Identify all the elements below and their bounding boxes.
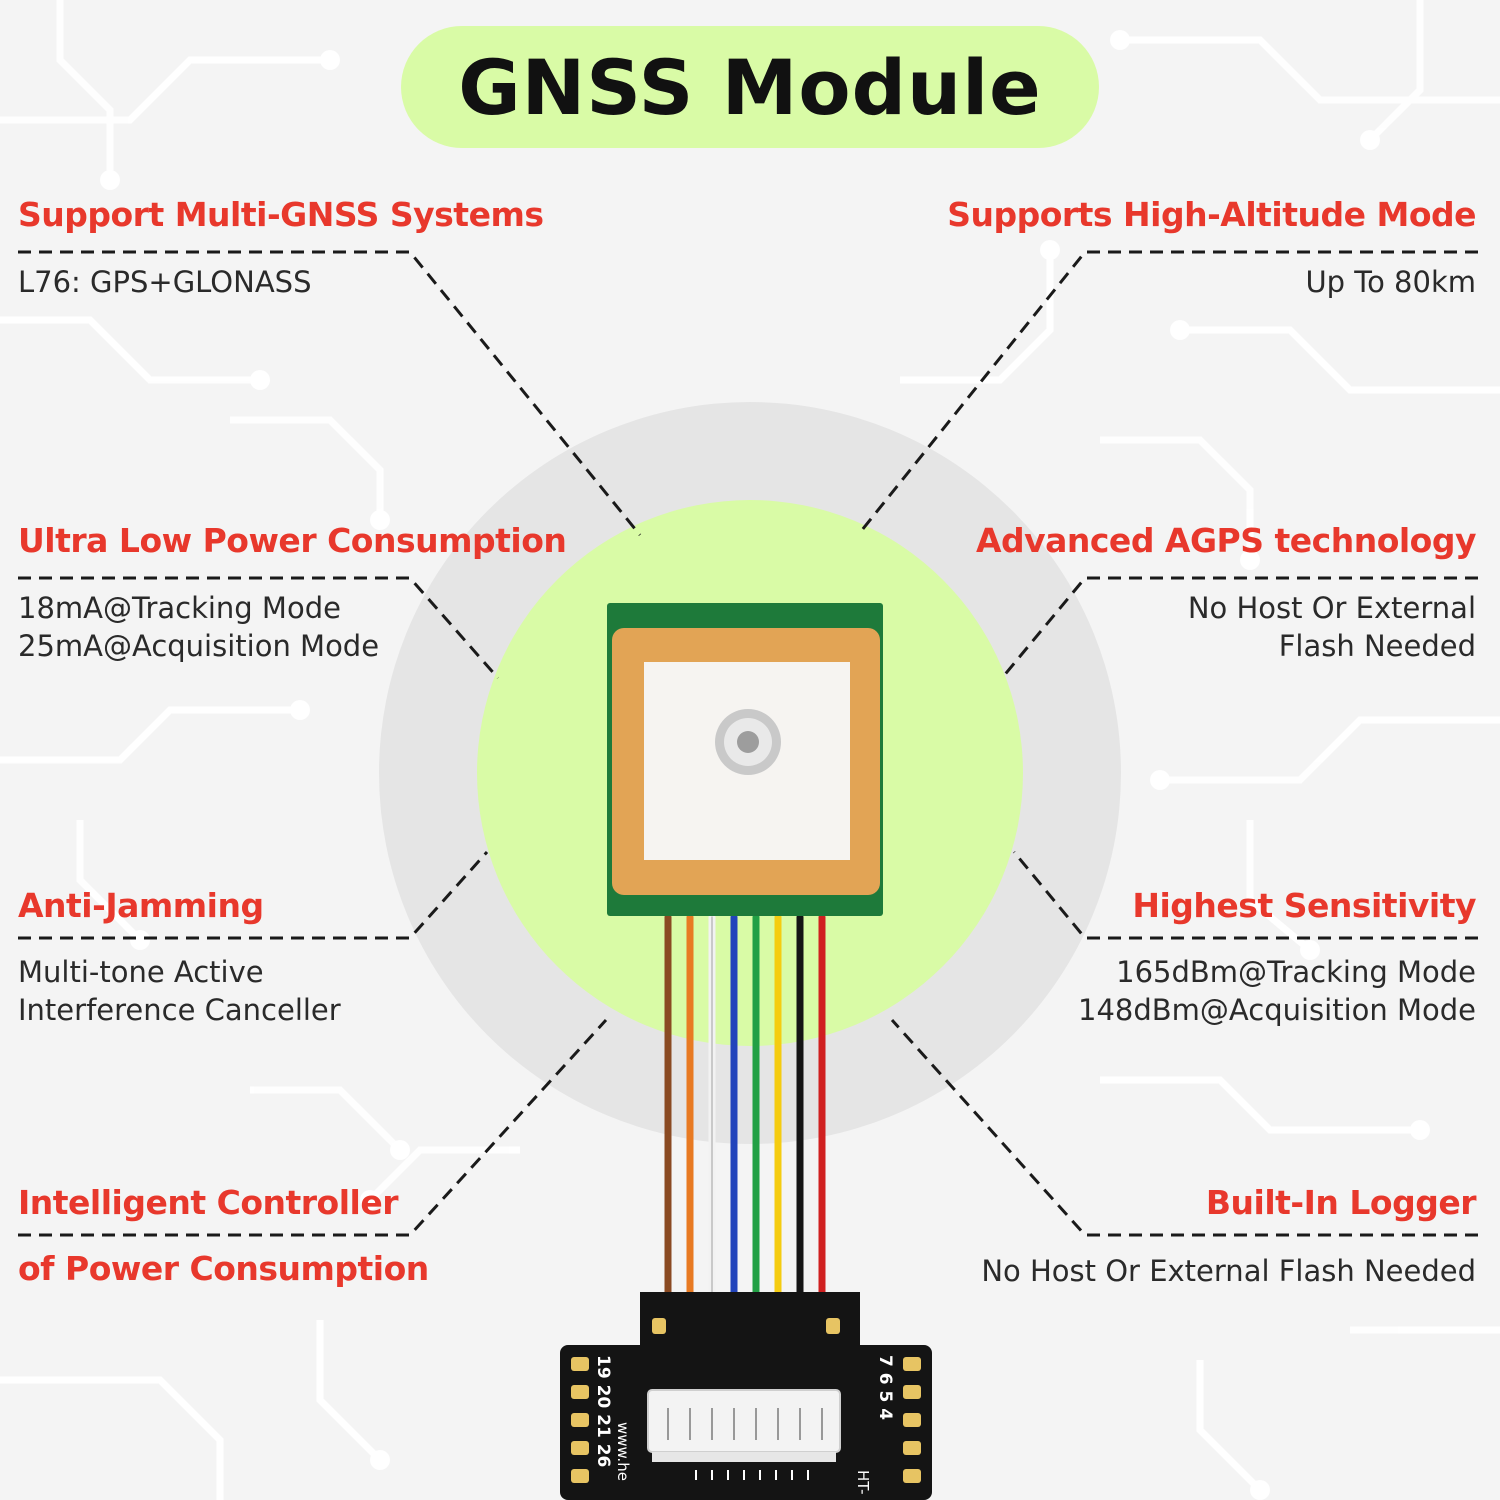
feature-high-altitude-desc: Up To 80km: [1305, 265, 1476, 299]
feature-low-power-title: Ultra Low Power Consumption: [18, 521, 567, 560]
feature-agps-desc-line2: Flash Needed: [1278, 629, 1476, 663]
feature-anti-jamming-desc-line2: Interference Canceller: [18, 993, 341, 1027]
page-title: GNSS Module: [458, 42, 1042, 132]
feature-low-power-desc-line2: 25mA@Acquisition Mode: [18, 629, 380, 663]
feature-agps-desc-line1: No Host Or External: [1187, 591, 1476, 625]
board-right-pins: 7 6 5 4: [875, 1355, 895, 1420]
feature-power-controller-title: Intelligent Controller: [18, 1183, 399, 1222]
feature-logger-desc: No Host Or External Flash Needed: [981, 1254, 1476, 1288]
feature-sensitivity-desc-line2: 148dBm@Acquisition Mode: [1078, 993, 1476, 1027]
breakout-board: 19 20 21 26 www.he 7 6 5 4 HT-: [560, 1292, 932, 1500]
feature-multi-gnss-desc: L76: GPS+GLONASS: [18, 265, 312, 299]
dashed-connectors: [18, 250, 1478, 1237]
feature-low-power-desc-line1: 18mA@Tracking Mode: [18, 591, 341, 625]
feature-logger-title: Built-In Logger: [1205, 1183, 1477, 1222]
title-banner: GNSS Module: [401, 26, 1099, 148]
feature-agps-title: Advanced AGPS technology: [975, 521, 1477, 560]
feature-power-controller-title-line2: of Power Consumption: [18, 1249, 429, 1288]
feature-high-altitude-title: Supports High-Altitude Mode: [947, 195, 1476, 234]
feature-multi-gnss-title: Support Multi-GNSS Systems: [18, 195, 544, 234]
gnss-antenna: [607, 603, 883, 916]
board-url-label: www.he: [614, 1422, 632, 1481]
board-model-label: HT-: [854, 1470, 872, 1494]
feature-sensitivity-desc-line1: 165dBm@Tracking Mode: [1116, 955, 1476, 989]
feature-anti-jamming-desc-line1: Multi-tone Active: [18, 955, 264, 989]
board-left-pins: 19 20 21 26: [593, 1355, 613, 1467]
feature-sensitivity-title: Highest Sensitivity: [1132, 886, 1476, 925]
feature-anti-jamming-title: Anti-Jamming: [18, 886, 264, 925]
